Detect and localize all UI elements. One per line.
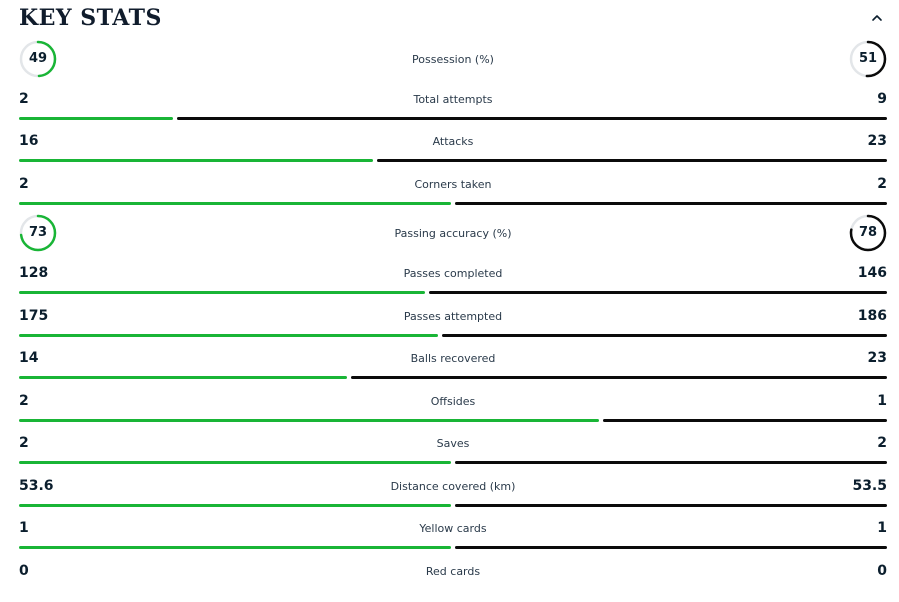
key-stats-header: KEY STATS xyxy=(19,4,887,32)
away-value: 0 xyxy=(877,563,887,579)
comparison-bar xyxy=(19,461,887,464)
away-value: 186 xyxy=(857,308,887,324)
stat-row-total-attempts: 2 Total attempts 9 xyxy=(19,90,887,130)
stat-label: Total attempts xyxy=(413,93,493,106)
away-value: 53.5 xyxy=(852,478,887,494)
comparison-bar xyxy=(19,159,887,162)
stat-row-yellow-cards: 1 Yellow cards 1 xyxy=(19,519,887,559)
stat-label: Attacks xyxy=(432,135,474,148)
away-bar-fill xyxy=(455,202,887,205)
comparison-bar xyxy=(19,334,887,337)
home-bar-fill xyxy=(19,117,173,120)
away-bar-fill xyxy=(177,117,887,120)
home-value: 2 xyxy=(19,435,29,451)
stat-row-balls-recovered: 14 Balls recovered 23 xyxy=(19,349,887,389)
away-value: 9 xyxy=(877,91,887,107)
comparison-bar xyxy=(19,117,887,120)
home-value: 16 xyxy=(19,133,39,149)
away-value: 1 xyxy=(877,520,887,536)
comparison-bar xyxy=(19,546,887,549)
away-value: 78 xyxy=(858,225,878,240)
stat-label: Passes attempted xyxy=(403,310,503,323)
stat-row-passes-completed: 128 Passes completed 146 xyxy=(19,264,887,304)
home-value: 53.6 xyxy=(19,478,54,494)
stat-row-offsides: 2 Offsides 1 xyxy=(19,392,887,432)
stat-row-corners-taken: 2 Corners taken 2 xyxy=(19,175,887,215)
stat-row-saves: 2 Saves 2 xyxy=(19,434,887,474)
comparison-bar xyxy=(19,376,887,379)
stat-row-distance-covered-km: 53.6 Distance covered (km) 53.5 xyxy=(19,477,887,517)
away-bar-fill xyxy=(429,291,887,294)
away-value: 51 xyxy=(858,51,878,66)
home-value: 1 xyxy=(19,520,29,536)
stat-label: Corners taken xyxy=(414,178,492,191)
home-bar-fill xyxy=(19,461,451,464)
stat-label: Red cards xyxy=(425,565,481,578)
home-value: 49 xyxy=(28,51,48,66)
away-value: 146 xyxy=(857,265,887,281)
home-value: 175 xyxy=(19,308,49,324)
away-value: 2 xyxy=(877,435,887,451)
stat-row-possession: 49 51 Possession (%) xyxy=(19,40,887,80)
stat-label: Yellow cards xyxy=(419,522,487,535)
home-value: 2 xyxy=(19,176,29,192)
stat-label: Balls recovered xyxy=(410,352,496,365)
home-value: 73 xyxy=(28,225,48,240)
chevron-up-icon[interactable] xyxy=(869,10,885,26)
home-bar-fill xyxy=(19,504,451,507)
away-bar-fill xyxy=(442,334,887,337)
section-title: KEY STATS xyxy=(19,5,162,31)
home-bar-fill xyxy=(19,334,438,337)
comparison-bar xyxy=(19,291,887,294)
stat-label: Passes completed xyxy=(403,267,503,280)
home-bar-fill xyxy=(19,202,451,205)
home-bar-fill xyxy=(19,159,373,162)
home-ring: 49 xyxy=(19,40,57,78)
comparison-bar xyxy=(19,419,887,422)
stat-label: Offsides xyxy=(430,395,476,408)
stats-list: 49 51 Possession (%) 2 Total attempts 9 16 Atta… xyxy=(19,40,887,579)
home-value: 0 xyxy=(19,563,29,579)
away-bar-fill xyxy=(455,461,887,464)
away-ring: 51 xyxy=(849,40,887,78)
home-value: 2 xyxy=(19,91,29,107)
home-value: 2 xyxy=(19,393,29,409)
stat-label: Possession (%) xyxy=(412,53,494,66)
stat-row-attacks: 16 Attacks 23 xyxy=(19,132,887,172)
stat-label: Distance covered (km) xyxy=(390,480,516,493)
home-value: 14 xyxy=(19,350,39,366)
away-bar-fill xyxy=(455,504,887,507)
away-ring: 78 xyxy=(849,214,887,252)
stat-row-passing-accuracy: 73 78 Passing accuracy (%) xyxy=(19,214,887,254)
away-bar-fill xyxy=(377,159,887,162)
away-value: 1 xyxy=(877,393,887,409)
home-value: 128 xyxy=(19,265,49,281)
comparison-bar xyxy=(19,504,887,507)
home-ring: 73 xyxy=(19,214,57,252)
stat-row-red-cards: 0 Red cards 0 xyxy=(19,562,887,602)
comparison-bar xyxy=(19,202,887,205)
away-value: 2 xyxy=(877,176,887,192)
away-value: 23 xyxy=(867,350,887,366)
stat-label: Passing accuracy (%) xyxy=(394,227,512,240)
away-bar-fill xyxy=(603,419,887,422)
away-bar-fill xyxy=(455,546,887,549)
stat-label: Saves xyxy=(436,437,470,450)
home-bar-fill xyxy=(19,546,451,549)
home-bar-fill xyxy=(19,291,425,294)
home-bar-fill xyxy=(19,376,347,379)
stat-row-passes-attempted: 175 Passes attempted 186 xyxy=(19,307,887,347)
home-bar-fill xyxy=(19,419,599,422)
away-bar-fill xyxy=(351,376,887,379)
away-value: 23 xyxy=(867,133,887,149)
